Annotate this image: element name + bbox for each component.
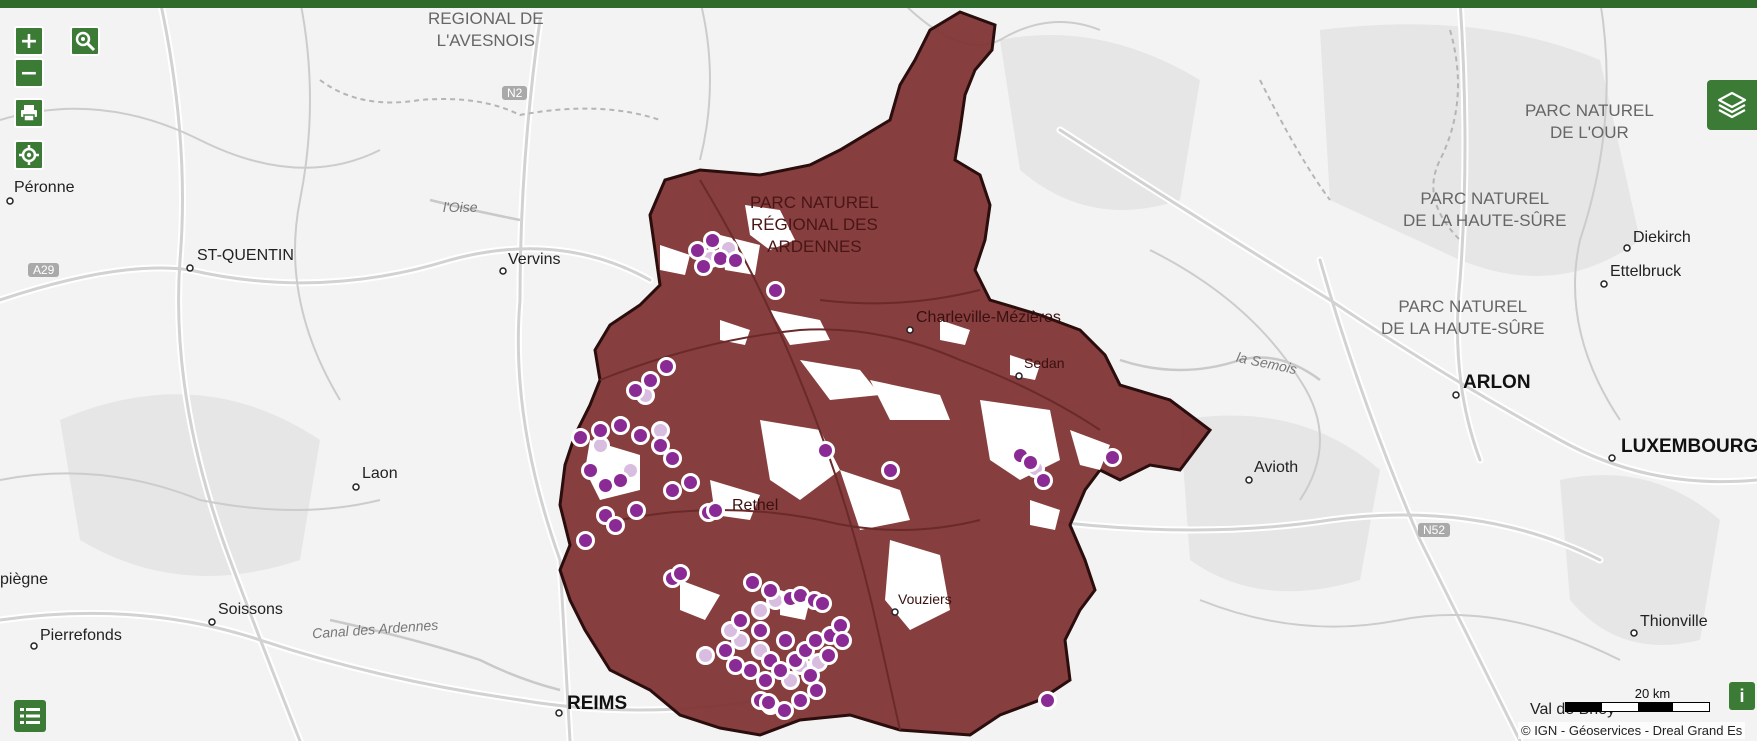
label-thionville: Thionville xyxy=(1640,613,1708,630)
map-marker[interactable] xyxy=(726,656,745,675)
zoom-search-button[interactable] xyxy=(70,26,100,56)
map-marker[interactable] xyxy=(611,416,630,435)
layers-icon xyxy=(1717,91,1747,119)
label-rethel: Rethel xyxy=(732,497,779,514)
label-n52: N52 xyxy=(1418,523,1451,537)
map-marker[interactable] xyxy=(706,501,725,520)
map-marker[interactable] xyxy=(681,473,700,492)
label-vouziers: Vouziers xyxy=(898,591,952,607)
map-marker[interactable] xyxy=(1034,471,1053,490)
label-diekirch: Diekirch xyxy=(1633,229,1691,246)
layers-button[interactable] xyxy=(1707,80,1757,130)
zoom-search-icon xyxy=(75,31,96,52)
label-pierrefonds: Pierrefonds xyxy=(40,627,122,644)
map-marker[interactable] xyxy=(606,516,625,535)
label-peronne: Péronne xyxy=(14,179,75,196)
label-avioth: Avioth xyxy=(1254,459,1299,476)
map-marker[interactable] xyxy=(833,631,852,650)
label-n2: N2 xyxy=(502,86,528,100)
print-icon xyxy=(21,105,37,122)
map-marker[interactable] xyxy=(807,681,826,700)
map-marker[interactable] xyxy=(791,691,810,710)
label-parc-haute-sure-1: PARC NATUREL DE LA HAUTE-SÛRE xyxy=(1403,189,1567,231)
map-marker[interactable] xyxy=(591,421,610,440)
label-reims: REIMS xyxy=(567,693,628,714)
map-marker[interactable] xyxy=(631,426,650,445)
map-marker[interactable] xyxy=(776,631,795,650)
map-marker[interactable] xyxy=(1021,453,1040,472)
map-marker[interactable] xyxy=(751,621,770,640)
scale-bar: 20 km xyxy=(1565,686,1710,712)
map-marker[interactable] xyxy=(743,573,762,592)
map-marker[interactable] xyxy=(694,257,713,276)
map-marker[interactable] xyxy=(576,531,595,550)
map-marker[interactable] xyxy=(881,461,900,480)
map-marker[interactable] xyxy=(731,611,750,630)
info-button[interactable]: i xyxy=(1729,682,1755,710)
map-marker[interactable] xyxy=(703,231,722,250)
map-marker[interactable] xyxy=(716,641,735,660)
map-marker[interactable] xyxy=(657,357,676,376)
map-marker[interactable] xyxy=(766,281,785,300)
map-marker[interactable] xyxy=(571,428,590,447)
label-sedan: Sedan xyxy=(1024,355,1065,371)
zoom-out-button[interactable]: − xyxy=(14,58,44,88)
map-marker[interactable] xyxy=(671,564,690,583)
map-marker[interactable] xyxy=(775,701,794,720)
map-marker[interactable] xyxy=(651,436,670,455)
label-soissons: Soissons xyxy=(218,601,283,618)
map-marker[interactable] xyxy=(1103,448,1122,467)
label-parc-ardennes: PARC NATUREL RÉGIONAL DES ARDENNES xyxy=(750,193,879,257)
map-marker[interactable] xyxy=(626,381,645,400)
locate-button[interactable] xyxy=(14,140,44,170)
label-a29: A29 xyxy=(28,263,60,277)
map-marker[interactable] xyxy=(771,661,790,680)
map-marker[interactable] xyxy=(663,481,682,500)
map-marker[interactable] xyxy=(611,471,630,490)
list-icon xyxy=(20,708,40,724)
label-vervins: Vervins xyxy=(508,251,561,268)
locate-icon xyxy=(19,145,39,165)
label-regional-avesnois: REGIONAL DE L'AVESNOIS xyxy=(428,9,544,51)
scale-label: 20 km xyxy=(1634,686,1671,701)
label-laon: Laon xyxy=(362,465,398,482)
map-marker[interactable] xyxy=(726,251,745,270)
map-marker[interactable] xyxy=(641,371,660,390)
top-bar xyxy=(0,0,1757,8)
map-marker[interactable] xyxy=(759,693,778,712)
map-marker[interactable] xyxy=(1038,691,1057,710)
map-marker[interactable] xyxy=(581,461,600,480)
label-luxembourg: LUXEMBOURG xyxy=(1621,436,1757,457)
label-compiegne: piègne xyxy=(0,571,49,588)
map-marker[interactable] xyxy=(696,646,715,665)
map-marker[interactable] xyxy=(627,501,646,520)
scale-bar-graphic xyxy=(1565,702,1710,712)
map-marker[interactable] xyxy=(751,601,770,620)
legend-button[interactable] xyxy=(14,700,46,732)
label-oise: l'Oise xyxy=(443,199,478,215)
attribution: © IGN - Géoservices - Dreal Grand Es xyxy=(1518,722,1746,739)
label-parc-our: PARC NATUREL DE L'OUR xyxy=(1525,101,1654,143)
map-marker[interactable] xyxy=(816,441,835,460)
label-ettelbruck: Ettelbruck xyxy=(1610,263,1682,280)
label-arlon: ARLON xyxy=(1463,372,1531,393)
map-marker[interactable] xyxy=(761,581,780,600)
map-marker[interactable] xyxy=(819,646,838,665)
zoom-in-button[interactable]: + xyxy=(14,26,44,56)
map-marker[interactable] xyxy=(756,671,775,690)
map-marker[interactable] xyxy=(813,594,832,613)
print-button[interactable] xyxy=(14,98,44,128)
map-marker[interactable] xyxy=(663,449,682,468)
label-st-quentin: ST-QUENTIN xyxy=(197,247,294,264)
label-parc-haute-sure-2: PARC NATUREL DE LA HAUTE-SÛRE xyxy=(1381,297,1545,339)
label-charleville: Charleville-Mézières xyxy=(916,309,1061,326)
